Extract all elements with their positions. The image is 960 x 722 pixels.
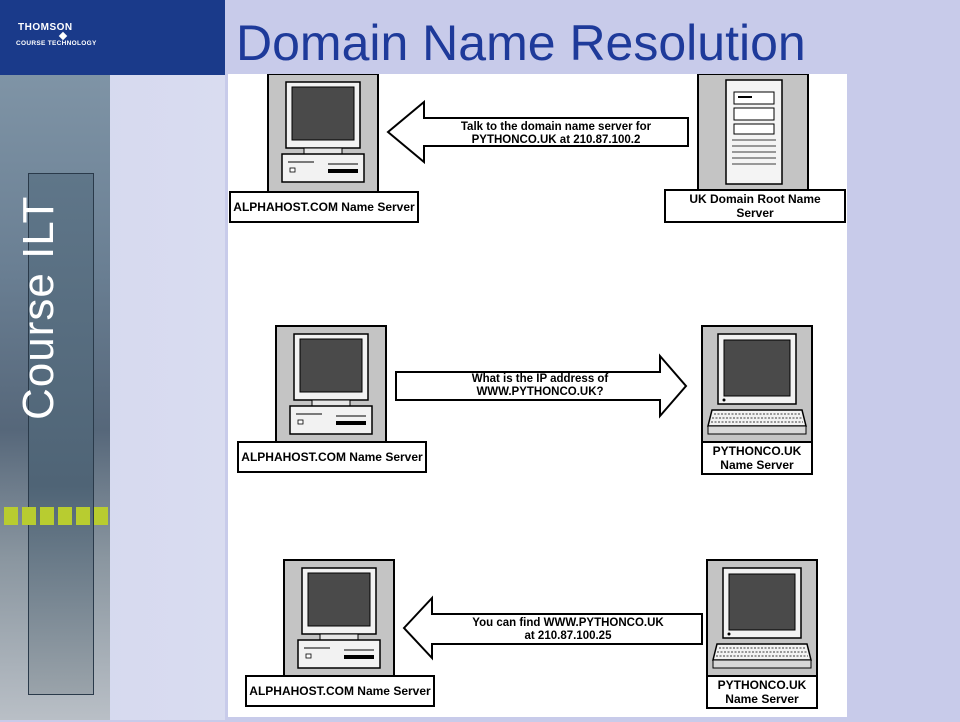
sidebar: THOMSON COURSE TECHNOLOGY Course ILT xyxy=(0,0,225,720)
uk-root-label-line1: UK Domain Root Name xyxy=(689,192,821,206)
alphahost-label-box xyxy=(245,675,435,707)
pythonco-server-icon xyxy=(706,559,818,679)
arrow2-line1: What is the IP address of xyxy=(472,373,609,385)
green-block xyxy=(94,507,108,525)
green-block xyxy=(58,507,72,525)
uk-root-server-icon xyxy=(697,73,809,193)
arrow2-line2: WWW.PYTHONCO.UK? xyxy=(476,386,603,398)
arrow3-line1: You can find WWW.PYTHONCO.UK xyxy=(472,617,664,629)
step1: ALPHAHOST.COM Name Server UK Domain Root… xyxy=(229,73,846,223)
course-ilt-label: Course ILT xyxy=(14,195,63,420)
alphahost-label: ALPHAHOST.COM Name Server xyxy=(241,450,423,464)
alphahost-label: ALPHAHOST.COM Name Server xyxy=(249,684,431,698)
arrow1-line1: Talk to the domain name server for xyxy=(461,121,652,133)
green-block xyxy=(22,507,36,525)
arrow3-line2: at 210.87.100.25 xyxy=(525,630,613,642)
alphahost-computer-icon xyxy=(275,325,387,445)
green-block xyxy=(40,507,54,525)
green-block xyxy=(76,507,90,525)
arrow1-line2: PYTHONCO.UK at 210.87.100.2 xyxy=(472,134,641,146)
step3: ALPHAHOST.COM Name Server PYTHONCO.UK Na… xyxy=(245,559,818,709)
page-title: Domain Name Resolution xyxy=(236,15,806,71)
uk-root-label-box xyxy=(664,189,846,223)
alphahost-computer-icon xyxy=(283,559,395,679)
thomson-logo: THOMSON COURSE TECHNOLOGY xyxy=(0,0,225,75)
alphahost-computer-icon xyxy=(267,73,379,193)
logo-top-text: THOMSON xyxy=(18,22,73,33)
logo-star-icon xyxy=(58,31,68,41)
pythonco-label-line2: Name Server xyxy=(720,458,794,472)
sidebar-photo-frame xyxy=(28,173,94,695)
left-arrow xyxy=(386,99,689,165)
alphahost-label: ALPHAHOST.COM Name Server xyxy=(233,200,415,214)
pythonco-label-line2: Name Server xyxy=(725,692,799,706)
step2: ALPHAHOST.COM Name Server PYTHONCO.UK Na… xyxy=(237,325,813,475)
sidebar-photo xyxy=(0,75,110,720)
right-arrow xyxy=(395,353,688,419)
alphahost-label-box xyxy=(229,191,419,223)
pythonco-label-box xyxy=(701,441,813,475)
pythonco-label-box xyxy=(706,675,818,709)
pythonco-server-icon xyxy=(701,325,813,445)
uk-root-label-line2: Server xyxy=(736,206,774,220)
left-arrow xyxy=(402,595,703,661)
pythonco-label-line1: PYTHONCO.UK xyxy=(718,678,807,692)
dns-diagram: ALPHAHOST.COM Name Server UK Domain Root… xyxy=(228,73,847,717)
logo-bottom-text: COURSE TECHNOLOGY xyxy=(16,40,97,47)
green-block xyxy=(4,507,18,525)
alphahost-label-box xyxy=(237,441,427,473)
pythonco-label-line1: PYTHONCO.UK xyxy=(713,444,802,458)
